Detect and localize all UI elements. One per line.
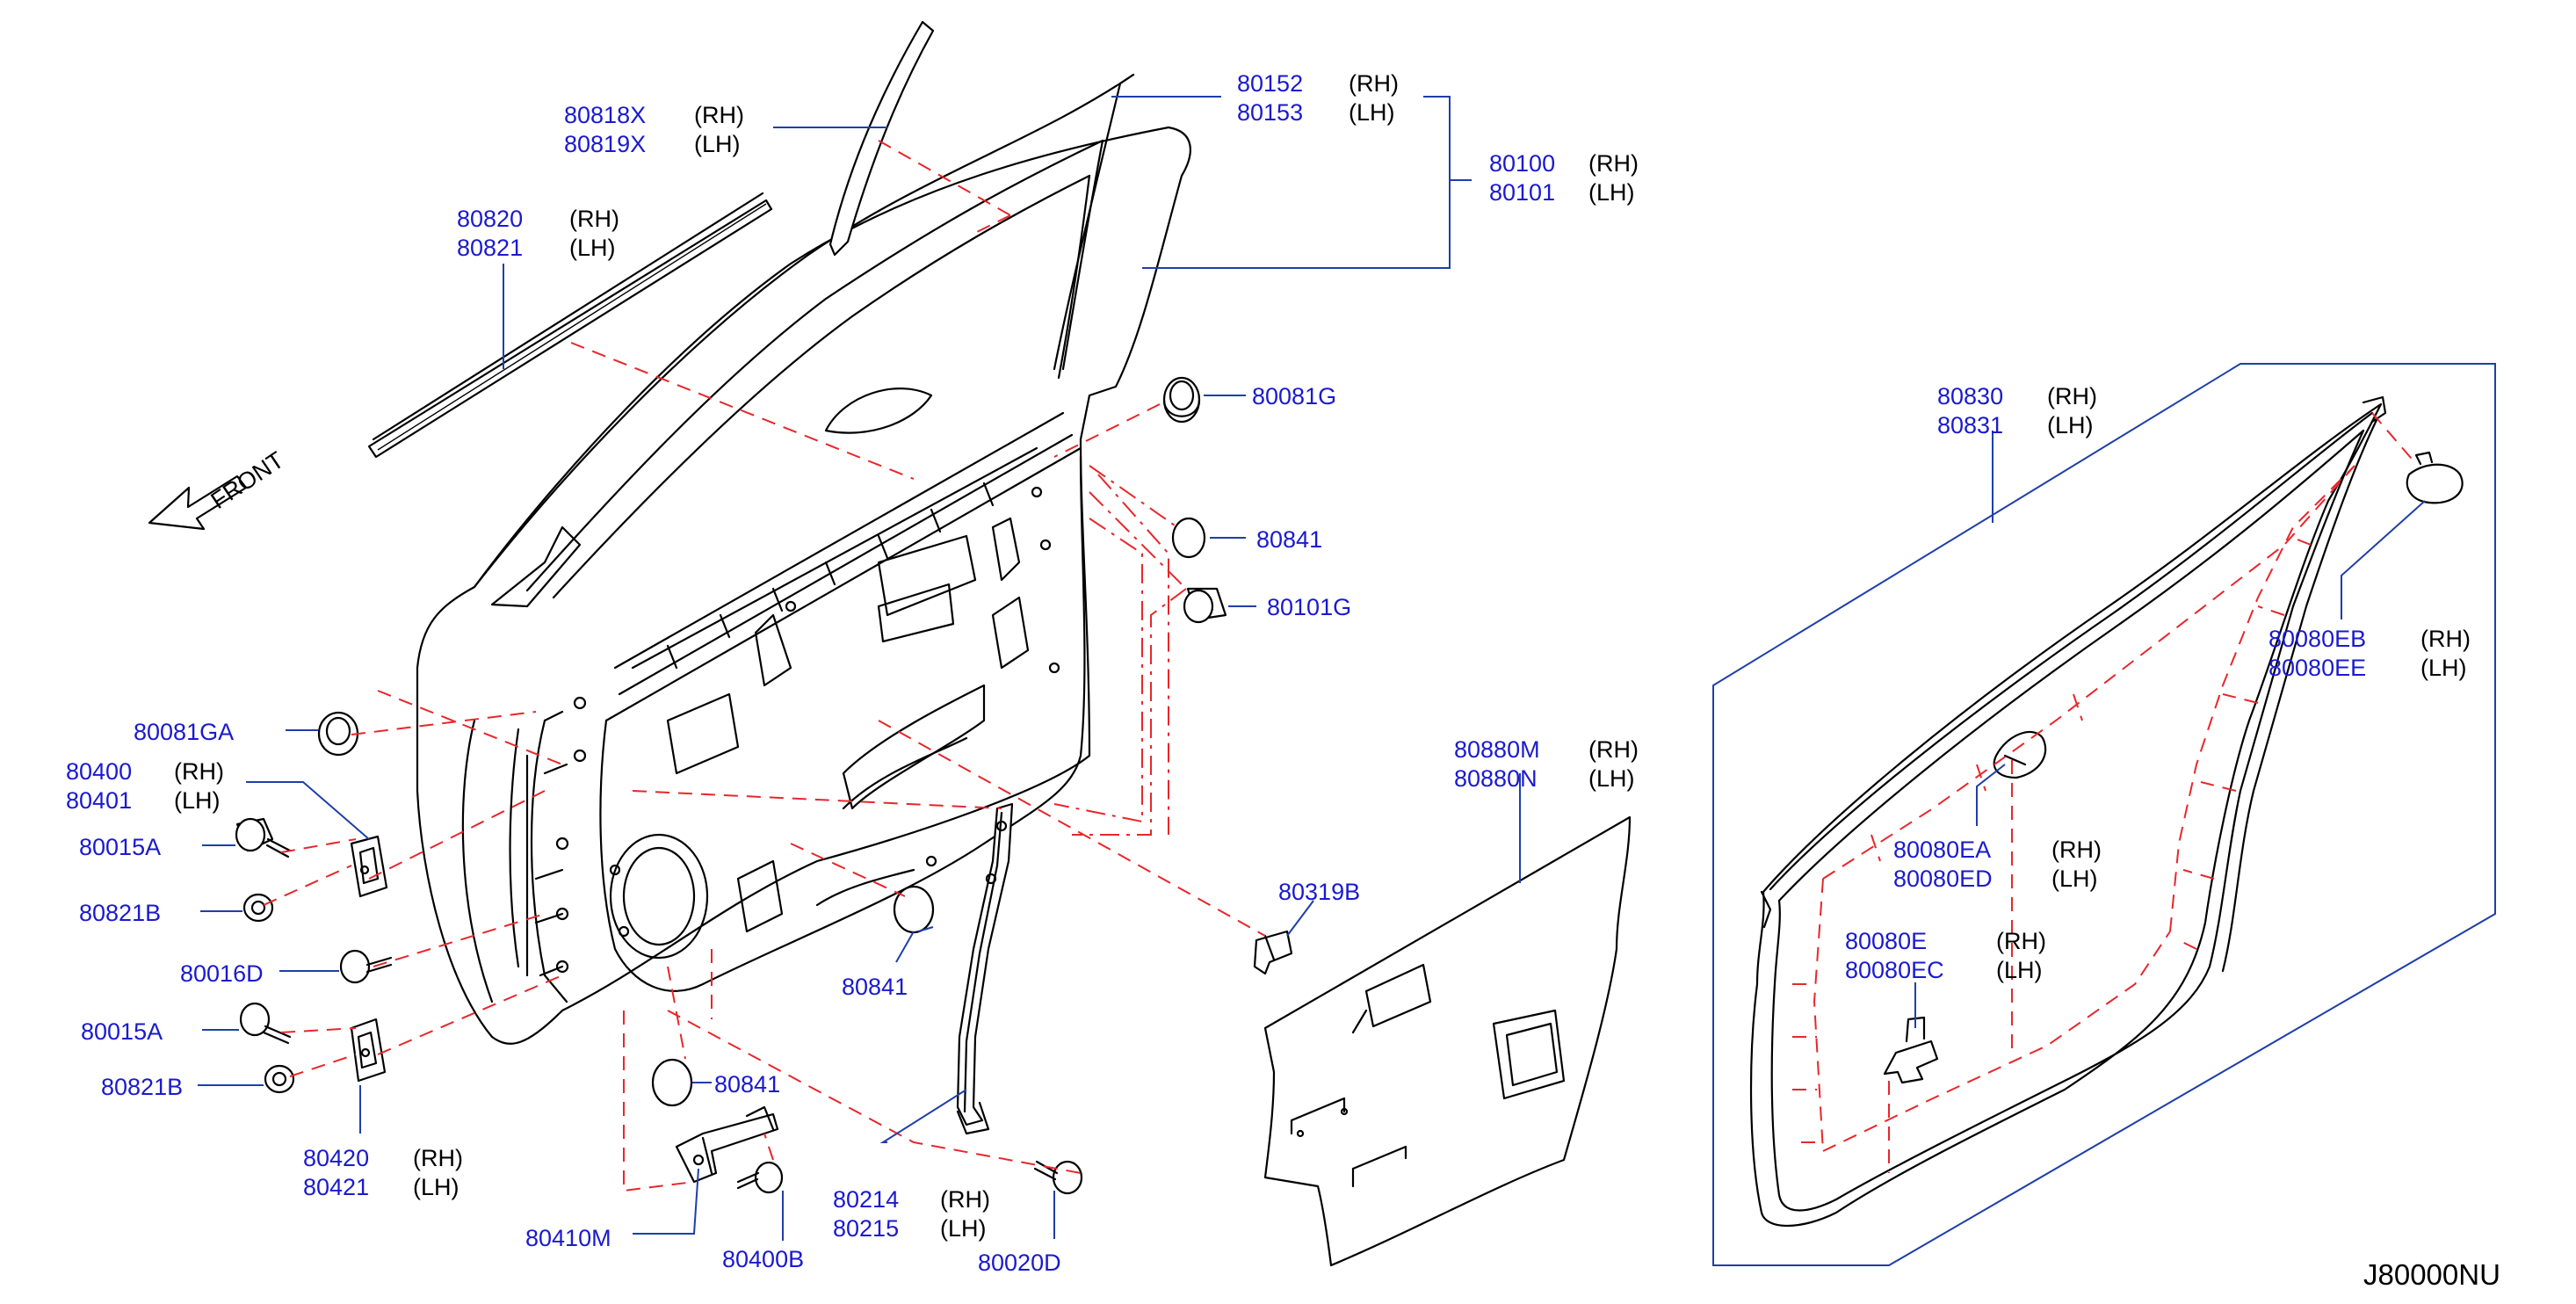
- label-80400: 80400: [66, 758, 132, 785]
- front-arrow: FRONT: [148, 446, 289, 531]
- clip-80080EA: [1993, 730, 2047, 779]
- clip-80080EB: [2406, 451, 2464, 504]
- label-80420: 80420: [303, 1145, 369, 1171]
- label-80880M-side: (RH): [1588, 736, 1639, 763]
- part-labels: 80818X (RH) 80819X (LH) 80152 (RH) 80153…: [66, 70, 2500, 1291]
- label-80819X: 80819X: [564, 131, 646, 157]
- diagram-code: J80000NU: [2363, 1258, 2500, 1291]
- bolt-80015A-lower: [239, 1002, 292, 1045]
- label-80214: 80214: [833, 1186, 899, 1213]
- label-80080E-side: (RH): [1996, 928, 2046, 954]
- label-80101-side: (LH): [1588, 179, 1635, 206]
- label-80215-side: (LH): [940, 1215, 987, 1242]
- label-80015A-b: 80015A: [81, 1018, 163, 1045]
- label-80820: 80820: [457, 206, 523, 232]
- label-80080EC: 80080EC: [1845, 957, 1944, 983]
- label-80821B-b: 80821B: [101, 1074, 183, 1100]
- front-label: FRONT: [206, 446, 289, 514]
- label-80153-side: (LH): [1349, 99, 1395, 126]
- clip-80080E: [1883, 1016, 1939, 1084]
- label-80080EB: 80080EB: [2268, 626, 2366, 652]
- label-80153: 80153: [1237, 99, 1303, 126]
- label-80821B-a: 80821B: [79, 900, 161, 926]
- bolt-80400B: [736, 1161, 784, 1194]
- label-80080ED: 80080ED: [1893, 866, 1993, 892]
- label-80831-side: (LH): [2047, 412, 2094, 438]
- belt-moulding: [367, 192, 773, 459]
- label-80421: 80421: [303, 1174, 369, 1200]
- guide-lines: [263, 140, 2417, 1192]
- label-80841-c: 80841: [714, 1071, 780, 1098]
- label-80319B: 80319B: [1278, 879, 1360, 905]
- label-80830: 80830: [1937, 383, 2003, 409]
- weatherstrip-box: [1712, 363, 2496, 1266]
- label-80831: 80831: [1937, 412, 2003, 438]
- hinge-lower-80420: [350, 1018, 387, 1083]
- label-80421-side: (LH): [413, 1174, 459, 1200]
- bolt-80016D: [339, 949, 393, 984]
- label-80016D: 80016D: [180, 960, 264, 987]
- label-80080EE-side: (LH): [2420, 655, 2467, 681]
- label-80152-side: (RH): [1349, 70, 1399, 97]
- label-80880N-side: (LH): [1588, 765, 1635, 792]
- label-80152: 80152: [1237, 70, 1303, 97]
- bolt-80020D: [1033, 1160, 1083, 1195]
- sash-moulding: [829, 20, 935, 257]
- leader-lines: [198, 96, 2426, 1241]
- plug-80841-a: [1171, 517, 1206, 559]
- label-80818X: 80818X: [564, 102, 646, 128]
- label-80215: 80215: [833, 1215, 899, 1242]
- label-80880N: 80880N: [1454, 765, 1538, 792]
- label-80080EB-side: (RH): [2420, 626, 2471, 652]
- label-80841-a: 80841: [1256, 526, 1322, 553]
- label-80080EA-side: (RH): [2051, 837, 2102, 863]
- label-80081G: 80081G: [1252, 383, 1336, 409]
- label-80080EE: 80080EE: [2268, 655, 2366, 681]
- nut-80821B-lower: [264, 1064, 295, 1094]
- label-80401: 80401: [66, 787, 132, 814]
- label-80080E: 80080E: [1845, 928, 1927, 954]
- label-80818X-side: (RH): [694, 102, 744, 128]
- grommet-80081G: [1162, 376, 1201, 424]
- label-80819X-side: (LH): [694, 131, 741, 157]
- door-shell: [416, 73, 1191, 1045]
- label-80020D: 80020D: [978, 1250, 1061, 1276]
- label-80841-b: 80841: [842, 974, 908, 1000]
- clip-80319B: [1253, 930, 1293, 975]
- label-80820-side: (RH): [569, 206, 619, 232]
- bolt-80015A-upper: [235, 817, 292, 858]
- label-80015A-a: 80015A: [79, 834, 161, 860]
- label-80100-side: (RH): [1588, 150, 1639, 177]
- label-80101: 80101: [1489, 179, 1555, 206]
- nut-80821B-upper: [242, 893, 274, 923]
- label-80081GA: 80081GA: [134, 719, 234, 745]
- plug-80841-c: [651, 1058, 693, 1107]
- hinge-upper-80400: [350, 835, 388, 898]
- sealing-screen-80880M: [1263, 815, 1632, 1267]
- label-80830-side: (RH): [2047, 383, 2097, 409]
- label-80410M: 80410M: [525, 1225, 611, 1251]
- bumper-80101G: [1183, 587, 1227, 624]
- label-80214-side: (RH): [940, 1186, 990, 1213]
- label-80080EC-side: (LH): [1996, 957, 2043, 983]
- label-80401-side: (LH): [174, 787, 221, 814]
- label-80400-side: (RH): [174, 758, 224, 785]
- sash-channel-80214: [956, 802, 1014, 1135]
- label-80420-side: (RH): [413, 1145, 463, 1171]
- label-80821: 80821: [457, 235, 523, 261]
- label-80880M: 80880M: [1454, 736, 1540, 763]
- label-80080ED-side: (LH): [2051, 866, 2098, 892]
- grommet-80081GA: [317, 711, 359, 757]
- label-80100: 80100: [1489, 150, 1555, 177]
- weatherstrip-80830: [1749, 395, 2387, 1227]
- label-80101G: 80101G: [1267, 594, 1351, 620]
- label-80821-side: (LH): [569, 235, 616, 261]
- label-80080EA: 80080EA: [1893, 837, 1991, 863]
- label-80400B: 80400B: [722, 1246, 804, 1272]
